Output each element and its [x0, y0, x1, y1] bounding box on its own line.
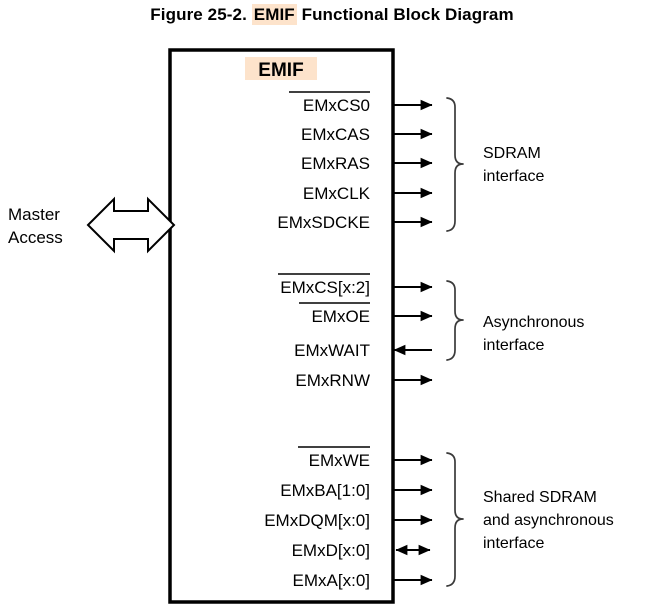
signal-label-emxrnw: EMxRNW: [295, 371, 370, 390]
master-access-label-line1: Master: [8, 205, 60, 224]
signal-label-emxwait: EMxWAIT: [294, 341, 370, 360]
group-label-asynchronous-line1: Asynchronous: [483, 314, 584, 331]
figure-title-suffix: Functional Block Diagram: [296, 5, 514, 24]
group-brace-asynchronous: [446, 280, 464, 361]
signal-label-emxba: EMxBA[1:0]: [280, 481, 370, 500]
group-label-sdram-line1: SDRAM: [483, 145, 541, 162]
group-label-shared-line2: and asynchronous: [483, 512, 614, 529]
signal-label-emxwe: EMxWE: [309, 451, 370, 470]
group-label-asynchronous-line2: interface: [483, 337, 544, 354]
signal-label-emxclk: EMxCLK: [303, 184, 371, 203]
master-access-label-line2: Access: [8, 228, 63, 247]
emif-block-label: EMIF: [258, 60, 303, 81]
figure-title-highlight: EMIF: [251, 4, 297, 25]
bidirectional-block-arrow: [86, 196, 176, 254]
figure-title-prefix: Figure 25-2.: [150, 5, 252, 24]
emif-block-outline: [168, 48, 395, 604]
signal-label-emxdqm: EMxDQM[x:0]: [264, 511, 370, 530]
signal-label-emxcs-x2: EMxCS[x:2]: [280, 278, 370, 297]
signal-label-emxras: EMxRAS: [301, 154, 370, 173]
signal-label-emxcs0: EMxCS0: [303, 96, 370, 115]
emif-label-highlight: [245, 57, 317, 80]
signal-label-emxa: EMxA[x:0]: [293, 571, 370, 590]
figure-title: Figure 25-2. EMIF Functional Block Diagr…: [0, 4, 664, 25]
signal-label-emxsdcke: EMxSDCKE: [277, 213, 370, 232]
signal-label-emxoe: EMxOE: [311, 307, 370, 326]
signal-label-emxcas: EMxCAS: [301, 125, 370, 144]
group-label-shared-line3: interface: [483, 535, 544, 552]
group-label-sdram-line2: interface: [483, 168, 544, 185]
group-label-shared-line1: Shared SDRAM: [483, 489, 597, 506]
group-brace-sdram: [446, 97, 464, 232]
group-brace-shared: [446, 452, 464, 587]
signal-label-emxd: EMxD[x:0]: [292, 541, 370, 560]
